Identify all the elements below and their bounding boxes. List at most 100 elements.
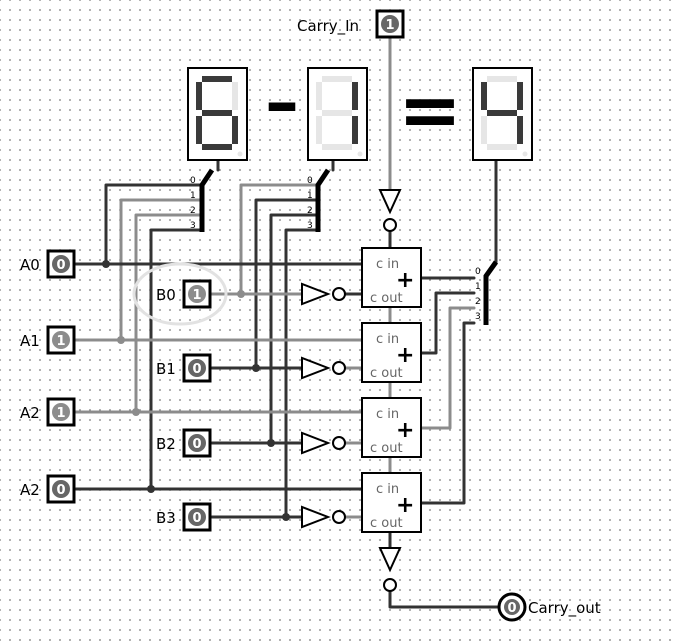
decimal-point [357, 151, 363, 157]
input-b2-value: 0 [192, 437, 201, 452]
splitter-b: 0 1 2 3 [307, 168, 331, 232]
input-b-label: B1 [156, 360, 176, 378]
wire-sum1 [418, 291, 476, 355]
splitter-a-bit: 0 [190, 176, 196, 186]
adder-plus: + [396, 268, 414, 293]
not-gate-b1 [301, 356, 346, 380]
junctions [102, 260, 290, 521]
wire-carry-out-final [388, 590, 502, 609]
input-a-label: A0 [20, 256, 40, 274]
segment-d [202, 144, 232, 150]
splitter-result-bit: 0 [475, 267, 481, 277]
input-a2-value: 1 [56, 406, 65, 421]
junction [237, 290, 245, 298]
adder-cout-label: c out [370, 291, 403, 306]
adder-plus: + [396, 343, 414, 368]
input-a-label: A1 [20, 332, 40, 350]
junction [132, 408, 140, 416]
wire-b3-bit [284, 228, 320, 519]
input-b1-pin[interactable]: 0 [182, 353, 212, 383]
adder-cout-label: c out [370, 516, 403, 531]
input-b0-value: 1 [192, 288, 201, 303]
input-a3-pin[interactable]: 0 [46, 474, 76, 504]
input-b1-value: 0 [192, 362, 201, 377]
splitter-result-bus [483, 260, 499, 325]
segment-f [481, 82, 487, 110]
seven-segment-digit [196, 76, 243, 157]
splitter-a-bit: 1 [190, 191, 196, 201]
input-b-label: B0 [156, 286, 176, 304]
segment-g [202, 110, 232, 116]
carry-in-pin[interactable]: 1 [375, 9, 405, 39]
junction [267, 439, 275, 447]
carry-out-pin: 0 [497, 592, 527, 622]
equals-operator: = [398, 65, 462, 154]
segment-e [316, 116, 322, 144]
junction [252, 364, 260, 372]
input-a0-pin[interactable]: 0 [46, 249, 76, 279]
selection-highlight [132, 262, 228, 326]
input-b0-pin[interactable]: 1 [182, 279, 212, 309]
segment-a [322, 76, 352, 82]
not-gate-carry-in [378, 189, 402, 232]
decimal-point [522, 151, 528, 157]
segment-b [232, 82, 238, 110]
splitter-b-bit: 0 [307, 176, 313, 186]
display-subtrahend [307, 67, 368, 161]
decimal-point [237, 151, 243, 157]
input-b2-pin[interactable]: 0 [182, 428, 212, 458]
not-gate-carry-out [378, 547, 402, 592]
carry-out-label: Carry_out [528, 599, 601, 618]
adder-cin-label: c in [376, 407, 399, 422]
splitter-b-bus [315, 168, 331, 232]
segment-c [352, 116, 358, 144]
segment-b [517, 82, 523, 110]
carry-in-label: Carry_In [297, 17, 359, 36]
adder-bit1: c in + c out [361, 322, 422, 383]
seven-segment-digit [481, 76, 528, 157]
splitter-b-bit: 1 [307, 191, 313, 201]
adder-bit2: c in + c out [361, 397, 422, 458]
adder-bit3: c in + c out [361, 472, 422, 533]
input-a1-value: 1 [56, 334, 65, 349]
splitter-result: 0 1 2 3 [475, 260, 499, 325]
a-inputs: A0 0 A1 1 A2 1 A2 0 [20, 249, 76, 504]
splitter-result-bit: 3 [475, 312, 481, 322]
splitter-a-bus [199, 168, 215, 232]
wires [74, 36, 502, 609]
input-a3-value: 0 [56, 483, 65, 498]
wire-a1-bit [119, 198, 204, 342]
input-a2-pin[interactable]: 1 [46, 397, 76, 427]
junction [102, 260, 110, 268]
segment-f [316, 82, 322, 110]
not-gate-b3 [301, 505, 346, 529]
not-gate-b2 [301, 431, 346, 455]
not-gate-b0 [301, 282, 346, 306]
input-b3-pin[interactable]: 0 [182, 502, 212, 532]
carry-in-value: 1 [385, 18, 394, 33]
wire-b2-bit [269, 213, 320, 445]
adder-bit0: c in + c out [361, 247, 422, 308]
input-b-label: B2 [156, 435, 176, 453]
segment-f [196, 82, 202, 110]
splitter-a-bit: 2 [190, 206, 196, 216]
segment-g [322, 110, 352, 116]
input-b3-value: 0 [192, 511, 201, 526]
minus-operator: - [264, 69, 300, 139]
segment-d [487, 144, 517, 150]
segment-c [232, 116, 238, 144]
adder-cout-label: c out [370, 441, 403, 456]
segment-c [517, 116, 523, 144]
adder-plus: + [396, 418, 414, 443]
carry-out-value: 0 [507, 601, 516, 616]
seven-segment-digit [316, 76, 363, 157]
adder-cin-label: c in [376, 257, 399, 272]
junction [147, 485, 155, 493]
splitter-a: 0 1 2 3 [190, 168, 215, 232]
input-a1-pin[interactable]: 1 [46, 325, 76, 355]
wire-a2-bit [134, 213, 204, 414]
wire-b0-bit [239, 183, 320, 296]
junction [117, 336, 125, 344]
adder-cout-label: c out [370, 366, 403, 381]
